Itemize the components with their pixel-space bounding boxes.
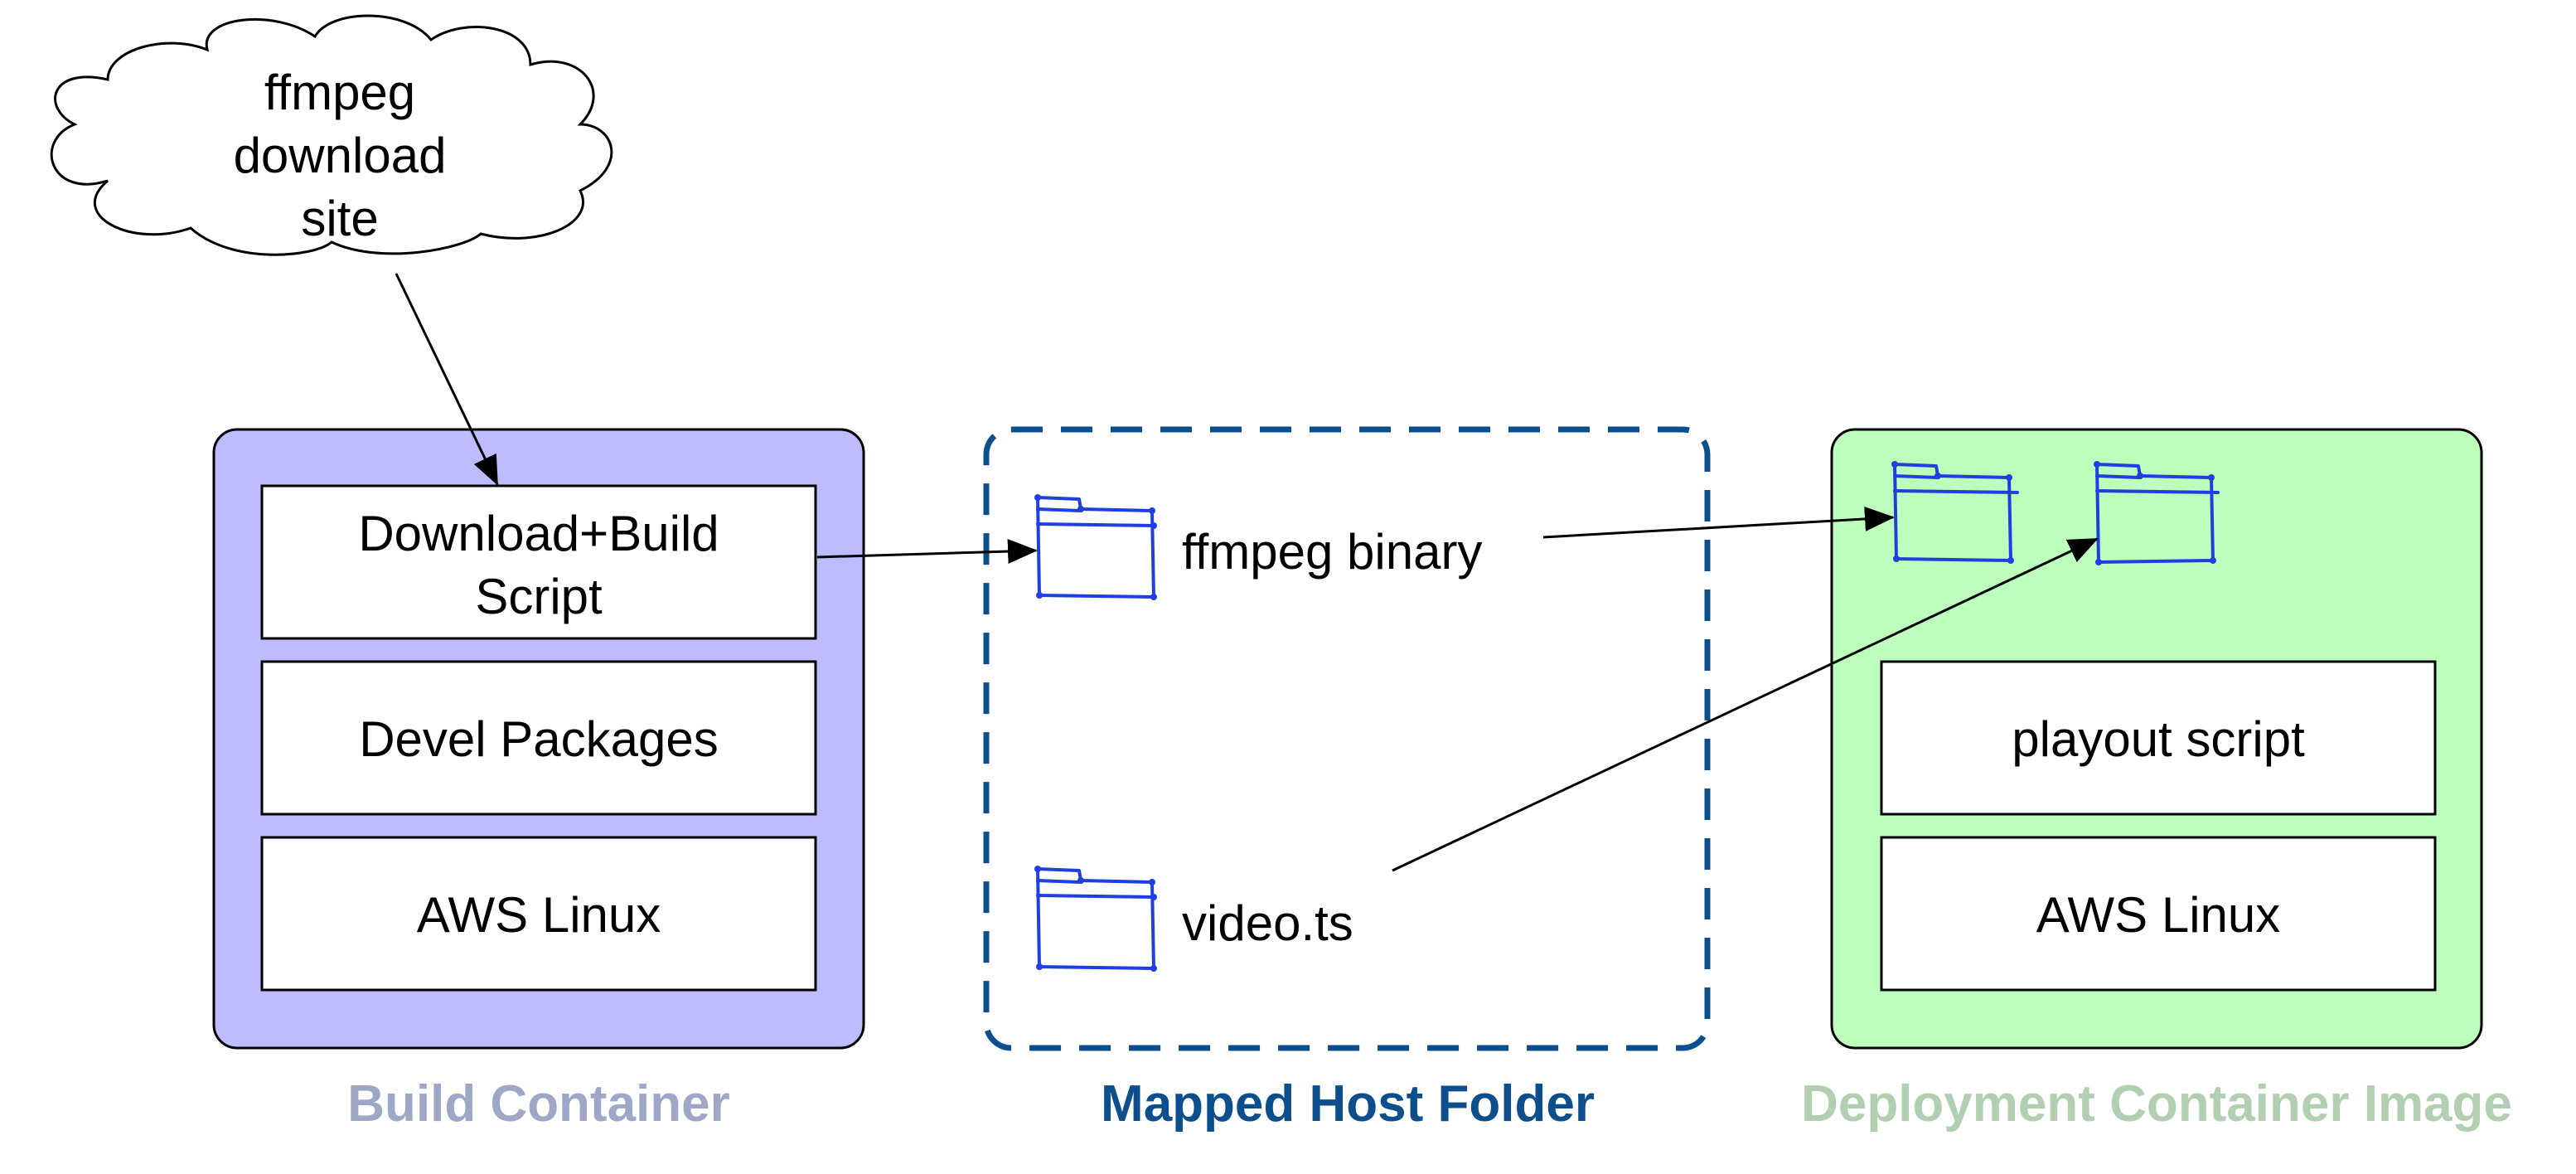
build-container: Download+Build Script Devel Packages AWS…: [212, 428, 865, 1133]
playout-script-layer: playout script: [1880, 660, 2437, 816]
download-build-script-layer: Download+Build Script: [260, 484, 817, 640]
arrow-ffmpeg-binary-to-deployment: [1542, 506, 1895, 539]
download-build-script-line-2: Script: [475, 569, 603, 624]
deployment-aws-linux-label: AWS Linux: [2036, 887, 2281, 943]
arrows: [395, 273, 2099, 872]
arrow-cloud-to-script: [395, 273, 499, 486]
folder-icon: [1034, 866, 1157, 972]
mapped-host-folder: ffmpeg binary video.ts Mapped Host Folde…: [983, 426, 1711, 1133]
mapped-host-folder-caption: Mapped Host Folder: [1101, 1075, 1595, 1133]
deployment-container-caption: Deployment Container Image: [1801, 1075, 2512, 1133]
build-container-caption: Build Container: [347, 1075, 730, 1133]
folder-icon: [2094, 461, 2220, 565]
mapped-host-folder-box: [983, 426, 1711, 1051]
build-aws-linux-label: AWS Linux: [417, 887, 661, 943]
folder-icon: [1034, 494, 1157, 600]
download-build-script-line-1: Download+Build: [358, 506, 719, 561]
ffmpeg-binary-item: ffmpeg binary: [1034, 494, 1482, 600]
cloud-line-2: download: [234, 128, 447, 183]
deployment-aws-linux-layer: AWS Linux: [1880, 836, 2437, 992]
deployment-container: playout script AWS Linux Deployment Cont…: [1801, 428, 2512, 1133]
video-ts-item: video.ts: [1034, 866, 1353, 972]
devel-packages-label: Devel Packages: [359, 711, 719, 767]
arrow-video-ts-to-deployment: [1392, 537, 2099, 872]
arrow-script-to-ffmpeg-binary: [816, 539, 1038, 565]
cloud-shape: [50, 14, 613, 256]
cloud-line-3: site: [301, 191, 378, 246]
devel-packages-layer: Devel Packages: [260, 660, 817, 816]
folder-icon: [1891, 461, 2019, 564]
build-aws-linux-layer: AWS Linux: [260, 836, 817, 992]
ffmpeg-binary-label: ffmpeg binary: [1182, 524, 1482, 580]
video-ts-label: video.ts: [1182, 895, 1353, 951]
cloud-line-1: ffmpeg: [264, 65, 415, 120]
playout-script-label: playout script: [2012, 711, 2305, 767]
ffmpeg-download-site-cloud: ffmpeg download site: [50, 14, 613, 256]
